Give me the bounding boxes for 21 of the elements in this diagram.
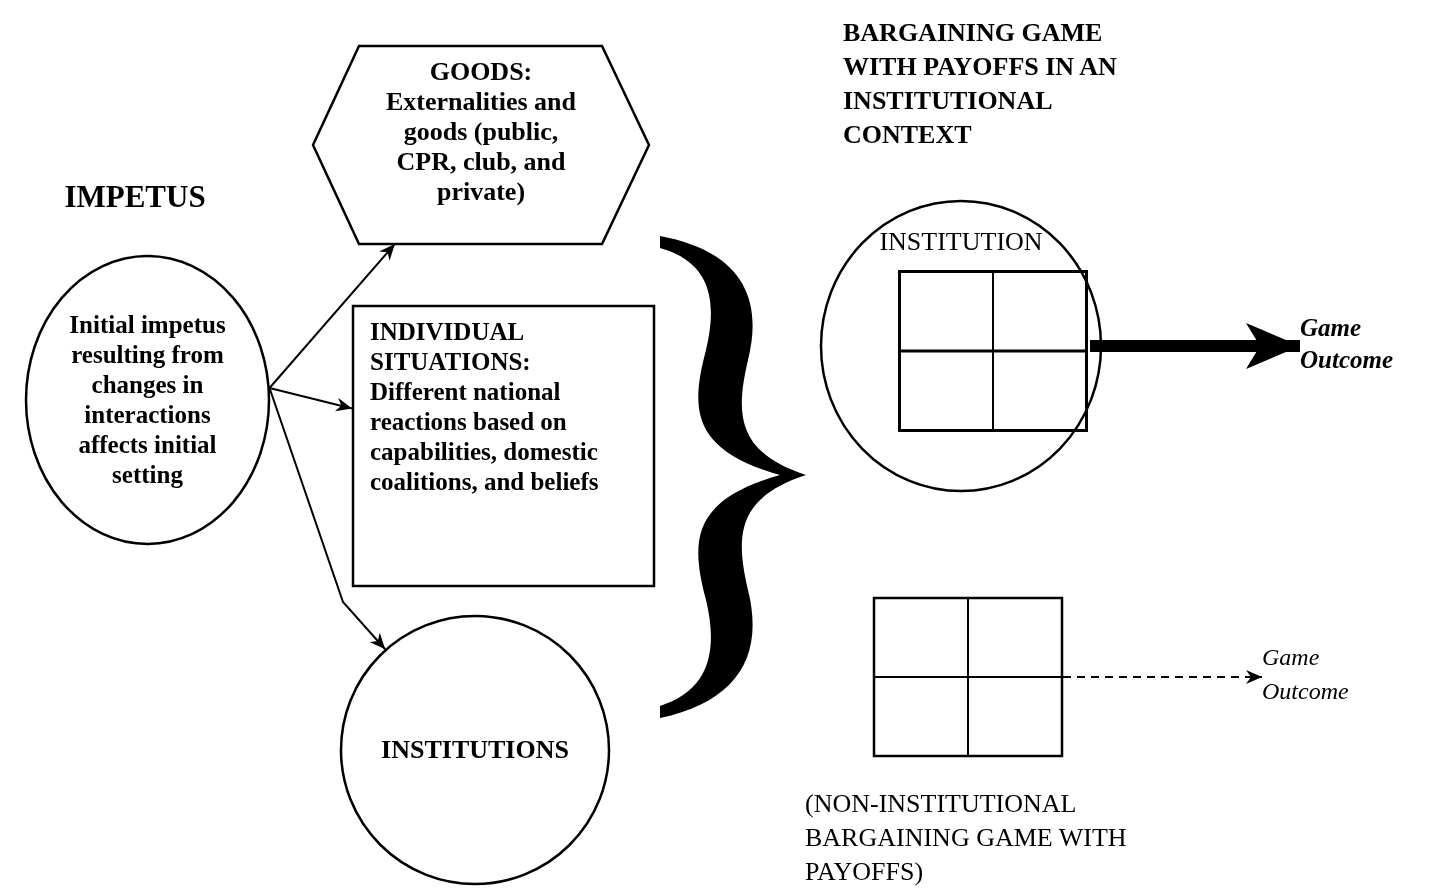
arrow <box>268 243 396 389</box>
node-text: Initial impetus resulting from changes in interactions affects initial setting <box>68 310 227 490</box>
section-heading: IMPETUS <box>63 178 207 216</box>
institutions-circle <box>340 615 610 885</box>
node-text: Different national reactions based on capabilities, domestic coalitions, and beliefs <box>370 377 600 497</box>
institution-ellipse <box>820 200 1102 492</box>
arrow <box>1090 323 1300 369</box>
arrow <box>268 387 387 651</box>
node-text: Game Outcome <box>1300 313 1395 375</box>
node-text: INSTITUTION <box>878 226 1044 258</box>
node-text: INSTITUTIONS <box>380 735 570 765</box>
node-heading: GOODS: <box>428 57 534 87</box>
diagram-heading: BARGAINING GAME WITH PAYOFFS IN AN INSTITUTIONAL CONTEXT <box>843 17 1118 151</box>
situations-box <box>352 305 655 587</box>
arrow <box>1062 670 1263 684</box>
matrix-label: (NON-INSTITUTIONAL BARGAINING GAME WITH PAYOFFS) <box>805 788 1128 888</box>
arrow <box>268 387 353 412</box>
node-text: Game Outcome <box>1262 643 1350 706</box>
node-text: Externalities and goods (public, CPR, club, and private) <box>385 87 577 207</box>
goods-hexagon <box>312 45 650 245</box>
node-heading: INDIVIDUAL SITUATIONS: <box>370 317 532 377</box>
